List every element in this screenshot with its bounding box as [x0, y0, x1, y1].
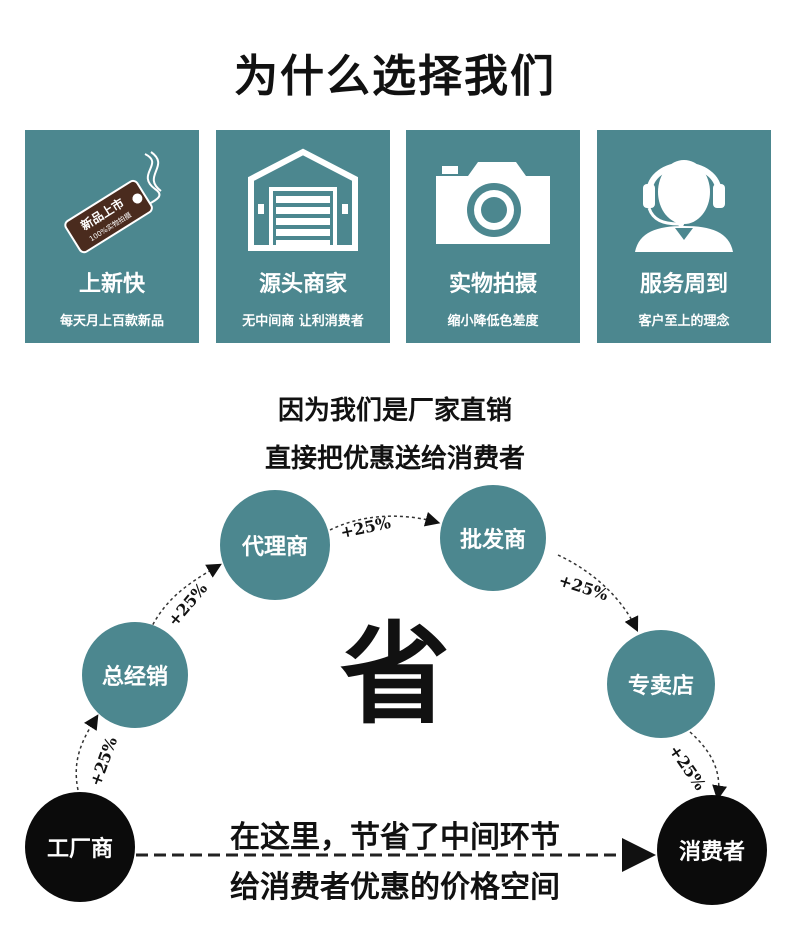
warehouse-icon [248, 148, 358, 251]
feature-title: 服务周到 [639, 271, 728, 297]
feature-title: 源头商家 [258, 271, 347, 297]
headline-line-1: 因为我们是厂家直销 [277, 396, 512, 426]
node-factory: 工厂商 [25, 792, 135, 902]
node-store: 专卖店 [607, 630, 715, 738]
node-distributor: 总经销 [82, 622, 188, 728]
feature-subtitle: 客户至上的理念 [638, 314, 730, 329]
feature-card-service: 服务周到 客户至上的理念 [597, 130, 771, 343]
save-character: 省 [340, 610, 450, 739]
feature-title: 上新快 [78, 271, 145, 297]
node-consumer: 消费者 [657, 795, 767, 905]
new-arrival-tag-icon: 新品上市 100%实物拍摄 [64, 151, 162, 254]
node-wholesaler: 批发商 [440, 485, 546, 591]
customer-service-headset-icon [635, 160, 733, 252]
camera-icon [436, 162, 550, 244]
bottom-line-2: 给消费者优惠的价格空间 [230, 870, 560, 905]
feature-subtitle: 缩小降低色差度 [447, 314, 539, 329]
headline-line-2: 直接把优惠送给消费者 [264, 444, 525, 474]
feature-subtitle: 每天月上百款新品 [59, 314, 164, 329]
page-title: 为什么选择我们 [234, 51, 556, 102]
feature-subtitle: 无中间商 让利消费者 [242, 314, 364, 329]
feature-title: 实物拍摄 [448, 271, 537, 297]
bottom-line-1: 在这里，节省了中间环节 [230, 820, 560, 855]
feature-card-new-arrivals: 新品上市 100%实物拍摄 上新快 每天月上百款新品 [25, 130, 199, 343]
feature-card-real-photos: 实物拍摄 缩小降低色差度 [406, 130, 580, 343]
node-agent: 代理商 [220, 490, 330, 600]
feature-card-source: 源头商家 无中间商 让利消费者 [216, 130, 390, 343]
